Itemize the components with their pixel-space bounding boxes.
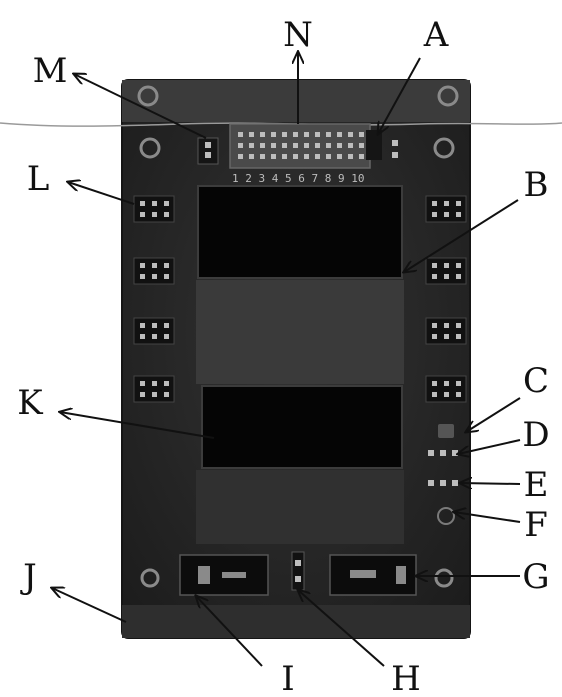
arrow-h: [298, 590, 385, 667]
label-e: E: [524, 465, 549, 505]
arrow-j: [52, 588, 127, 623]
left-header-4: [133, 375, 175, 403]
callout-h: H: [298, 590, 421, 697]
label-a: A: [423, 15, 449, 55]
arrow-a: [378, 57, 421, 134]
left-header-3: [133, 317, 175, 345]
main-connector: [229, 123, 382, 169]
right-header-1: [425, 195, 467, 223]
label-i: I: [281, 659, 294, 697]
right-header-2: [425, 257, 467, 285]
small-jumper: [197, 137, 219, 165]
callout-e: E: [460, 465, 548, 505]
bottom-edge-strip: [122, 605, 470, 638]
right-switch: [329, 554, 417, 596]
callout-j: J: [20, 557, 127, 623]
display-divider-panel: [196, 280, 404, 384]
left-header: [133, 195, 175, 223]
label-k: K: [17, 383, 43, 423]
arrow-f: [454, 512, 521, 523]
callout-f: F: [454, 505, 548, 545]
jumper-e: [428, 480, 458, 486]
label-j: J: [20, 557, 37, 597]
label-f: F: [524, 505, 548, 545]
arrow-e: [460, 483, 521, 484]
center-jumper: [291, 551, 305, 591]
arrow-d: [458, 439, 521, 454]
callout-n: N: [283, 15, 313, 124]
connector-key-mark: [392, 140, 398, 158]
arrow-m: [74, 74, 207, 139]
right-header-3: [425, 317, 467, 345]
label-n: N: [283, 15, 313, 55]
label-b: B: [524, 165, 549, 205]
label-m: M: [33, 51, 68, 91]
label-l: L: [27, 159, 50, 199]
pin-headers: [133, 195, 467, 403]
upper-display: [197, 185, 403, 279]
left-header-2: [133, 257, 175, 285]
label-c: C: [523, 361, 549, 401]
left-switch: [179, 554, 269, 596]
status-led: [438, 424, 454, 438]
callout-b: B: [404, 165, 549, 272]
arrow-c: [466, 397, 521, 432]
arrow-l: [68, 182, 135, 205]
arrow-b: [404, 199, 519, 272]
top-mounting-strip: [122, 80, 470, 122]
label-h: H: [391, 659, 421, 697]
arrow-k: [60, 412, 215, 439]
header-pin-numbers: 1 2 3 4 5 6 7 8 9 10: [232, 172, 364, 185]
label-g: G: [522, 557, 549, 597]
label-d: D: [522, 415, 549, 455]
callout-g: G: [416, 557, 550, 597]
lower-panel: [196, 470, 404, 544]
callout-m: M: [33, 51, 207, 139]
lower-display: [201, 385, 403, 469]
callout-i: I: [196, 596, 295, 697]
callout-k: K: [17, 383, 215, 439]
callout-c: C: [466, 361, 549, 432]
callout-d: D: [458, 415, 550, 455]
jumper-d: [428, 450, 458, 456]
right-header-4: [425, 375, 467, 403]
arrow-i: [196, 596, 263, 667]
callout-l: L: [27, 159, 135, 205]
callout-a: A: [378, 15, 449, 134]
